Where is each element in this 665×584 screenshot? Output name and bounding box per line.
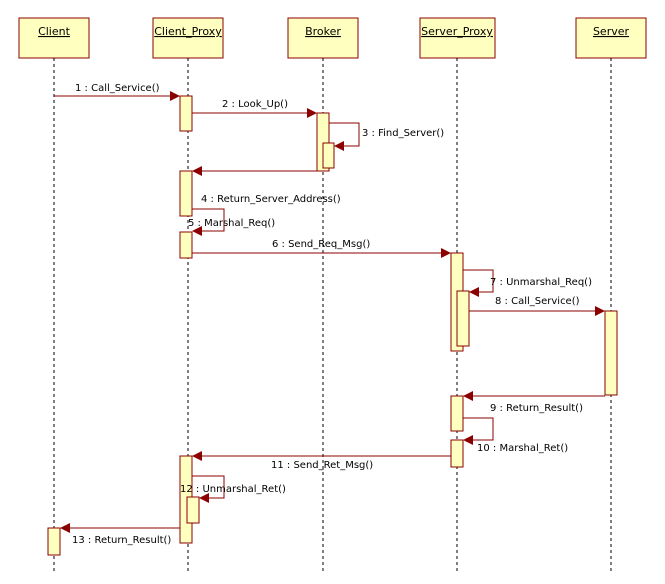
message-13: 13 : Return_Result() — [60, 523, 180, 546]
message-2-label: 2 : Look_Up() — [222, 99, 288, 110]
message-7: 7 : Unmarshal_Req() — [463, 269, 592, 297]
message-9: 9 : Return_Result() — [463, 391, 605, 414]
lifeline-server-proxy-name: Server_Proxy — [421, 25, 493, 38]
lifeline-client: Client — [18, 17, 90, 572]
lifeline-client-name: Client — [38, 25, 71, 38]
lifeline-client-proxy: Client_Proxy — [152, 17, 224, 572]
message-6-label: 6 : Send_Req_Msg() — [272, 239, 370, 250]
lifeline-server: Server — [575, 17, 647, 572]
lifeline-broker-box — [287, 17, 359, 59]
message-13-label: 13 : Return_Result() — [72, 535, 171, 546]
lifeline-server-proxy: Server_Proxy — [419, 17, 496, 572]
activation-client-1 — [47, 527, 61, 556]
activation-server-proxy-2 — [456, 290, 470, 347]
message-12-label: 12 : Unmarshal_Ret() — [180, 484, 286, 495]
lifeline-server-box — [575, 17, 647, 59]
message-11: 11 : Send_Ret_Msg() — [192, 451, 451, 471]
activation-client-proxy-3 — [179, 231, 193, 259]
activation-server-proxy-4 — [450, 439, 464, 468]
message-12-arrow — [192, 475, 225, 503]
message-10-arrow — [463, 417, 494, 445]
lifeline-client-proxy-box — [152, 17, 224, 59]
lifeline-broker-name: Broker — [305, 25, 341, 38]
message-4: 4 : Return_Server_Address() — [201, 194, 341, 205]
lifeline-server-name: Server — [593, 25, 630, 38]
message-1-label: 1 : Call_Service() — [75, 83, 160, 94]
message-3-arrow — [329, 122, 360, 151]
lifeline-client-proxy-name: Client_Proxy — [154, 25, 222, 38]
message-5-arrow — [192, 208, 225, 236]
message-7-arrow — [463, 269, 494, 297]
message-2: 2 : Look_Up() — [192, 99, 317, 118]
activation-client-proxy-5 — [186, 496, 200, 524]
message-5-label: 5 : Marshal_Req() — [188, 218, 275, 229]
message-10: 10 : Marshal_Ret() — [463, 417, 568, 454]
message-8-label: 8 : Call_Service() — [495, 296, 580, 307]
message-5: 5 : Marshal_Req() — [188, 208, 275, 236]
message-8: 8 : Call_Service() — [469, 296, 605, 316]
lifeline-server-proxy-box — [419, 17, 496, 59]
message-12: 12 : Unmarshal_Ret() — [180, 475, 286, 503]
message-10-label: 10 : Marshal_Ret() — [477, 443, 568, 454]
activation-server-proxy-3 — [450, 395, 464, 432]
message-7-label: 7 : Unmarshal_Req() — [490, 277, 592, 288]
message-4-label: 4 : Return_Server_Address() — [201, 194, 341, 205]
activation-server-1 — [604, 310, 618, 396]
lifeline-broker: Broker — [287, 17, 359, 572]
message-11-label: 11 : Send_Ret_Msg() — [271, 460, 373, 471]
activation-client-proxy-2 — [179, 170, 193, 217]
message-9-label: 9 : Return_Result() — [490, 403, 583, 414]
message-6: 6 : Send_Req_Msg() — [192, 239, 451, 258]
activation-broker-2 — [322, 142, 335, 169]
activation-client-proxy-1 — [179, 95, 193, 132]
lifeline-client-box — [18, 17, 90, 59]
message-3-label: 3 : Find_Server() — [362, 128, 444, 139]
message-3: 3 : Find_Server() — [329, 122, 444, 151]
message-1: 1 : Call_Service() — [54, 83, 180, 101]
